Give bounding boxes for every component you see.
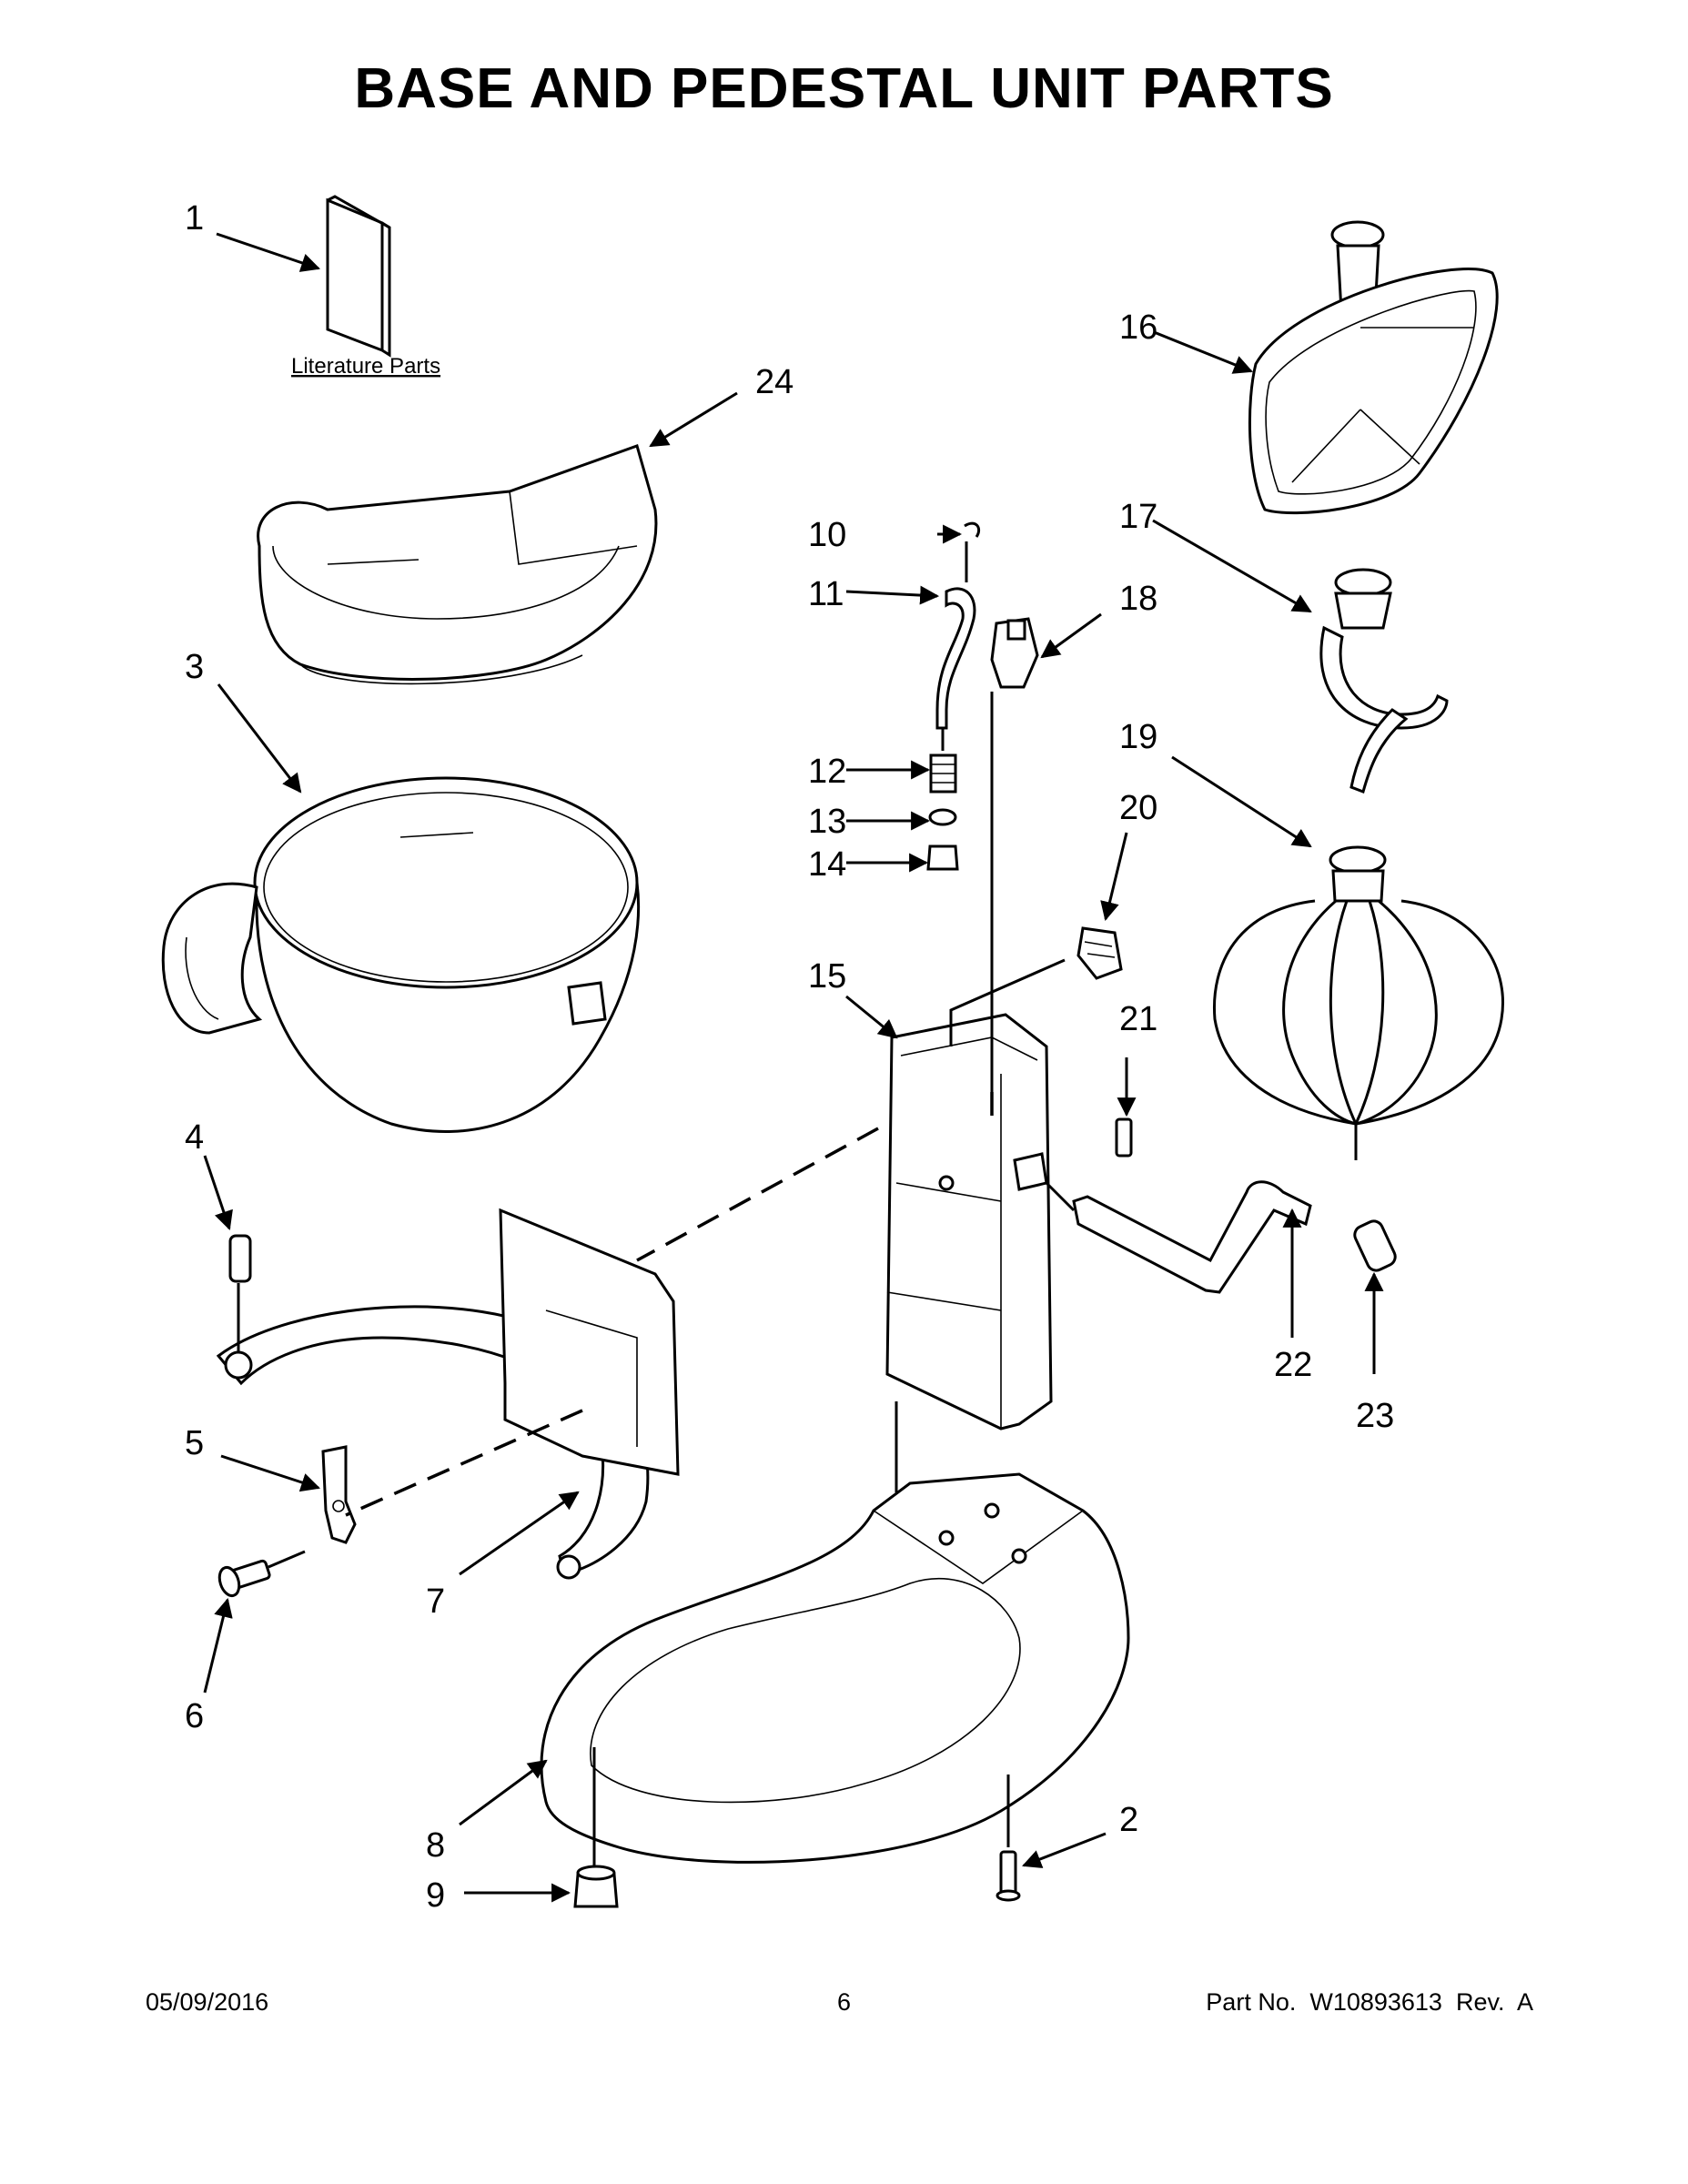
callout-18: 18 — [1119, 580, 1157, 618]
callout-11: 11 — [808, 575, 844, 613]
mixer-base-part — [540, 1472, 1130, 1864]
callout-20: 20 — [1119, 789, 1157, 827]
callout-12: 12 — [808, 753, 846, 791]
callout-16: 16 — [1119, 308, 1157, 347]
callout-8: 8 — [426, 1826, 445, 1865]
assembly-guide-lines — [237, 541, 1076, 1866]
callout-7: 7 — [426, 1582, 445, 1621]
page-title: BASE AND PEDESTAL UNIT PARTS — [354, 57, 1334, 120]
pouring-shield-part — [257, 444, 658, 685]
callout-6: 6 — [185, 1697, 204, 1735]
callout-21: 21 — [1119, 1000, 1157, 1038]
lever-screw-part — [1115, 1117, 1133, 1158]
callout-2: 2 — [1119, 1801, 1138, 1839]
bracket-and-screw-part — [217, 1445, 357, 1598]
callout-19: 19 — [1119, 718, 1157, 756]
callout-9: 9 — [426, 1876, 445, 1915]
pedestal-column-part — [885, 1013, 1053, 1431]
literature-booklet-part: Literature Parts — [291, 195, 440, 379]
callout-23: 23 — [1356, 1397, 1394, 1435]
callout-14: 14 — [808, 845, 846, 884]
literature-parts-label: Literature Parts — [291, 354, 440, 379]
footer-date: 05/09/2016 — [146, 1988, 269, 2016]
callout-10: 10 — [808, 516, 846, 554]
bowl-lift-arm-part — [216, 1208, 680, 1580]
callout-4: 4 — [185, 1118, 204, 1157]
rubber-foot-part — [573, 1865, 619, 1908]
base-screw-part — [996, 1850, 1021, 1902]
callout-15: 15 — [808, 957, 846, 996]
hinge-pin-part — [1076, 926, 1123, 980]
speed-lever-part — [1072, 1180, 1397, 1294]
mixing-bowl-part — [161, 776, 641, 1133]
flat-beater-part — [1248, 220, 1499, 515]
callout-13: 13 — [808, 803, 846, 841]
callout-arrows — [203, 232, 1384, 1903]
callout-5: 5 — [185, 1424, 204, 1462]
dough-hook-part — [1319, 568, 1449, 794]
callout-22: 22 — [1274, 1346, 1312, 1384]
lock-rod-assembly-part — [926, 521, 1039, 871]
footer-page-number: 6 — [836, 1988, 852, 2016]
footer-part-number: Part No. W10893613 Rev. A — [1206, 1988, 1533, 2016]
callout-1: 1 — [185, 199, 204, 238]
callout-3: 3 — [185, 648, 204, 686]
callout-17: 17 — [1119, 498, 1157, 536]
wire-whip-part — [1212, 845, 1504, 1160]
callout-24: 24 — [755, 363, 793, 401]
callout-labels: 1 2 3 4 5 6 7 8 9 10 11 12 13 14 15 16 1… — [185, 199, 1394, 1915]
